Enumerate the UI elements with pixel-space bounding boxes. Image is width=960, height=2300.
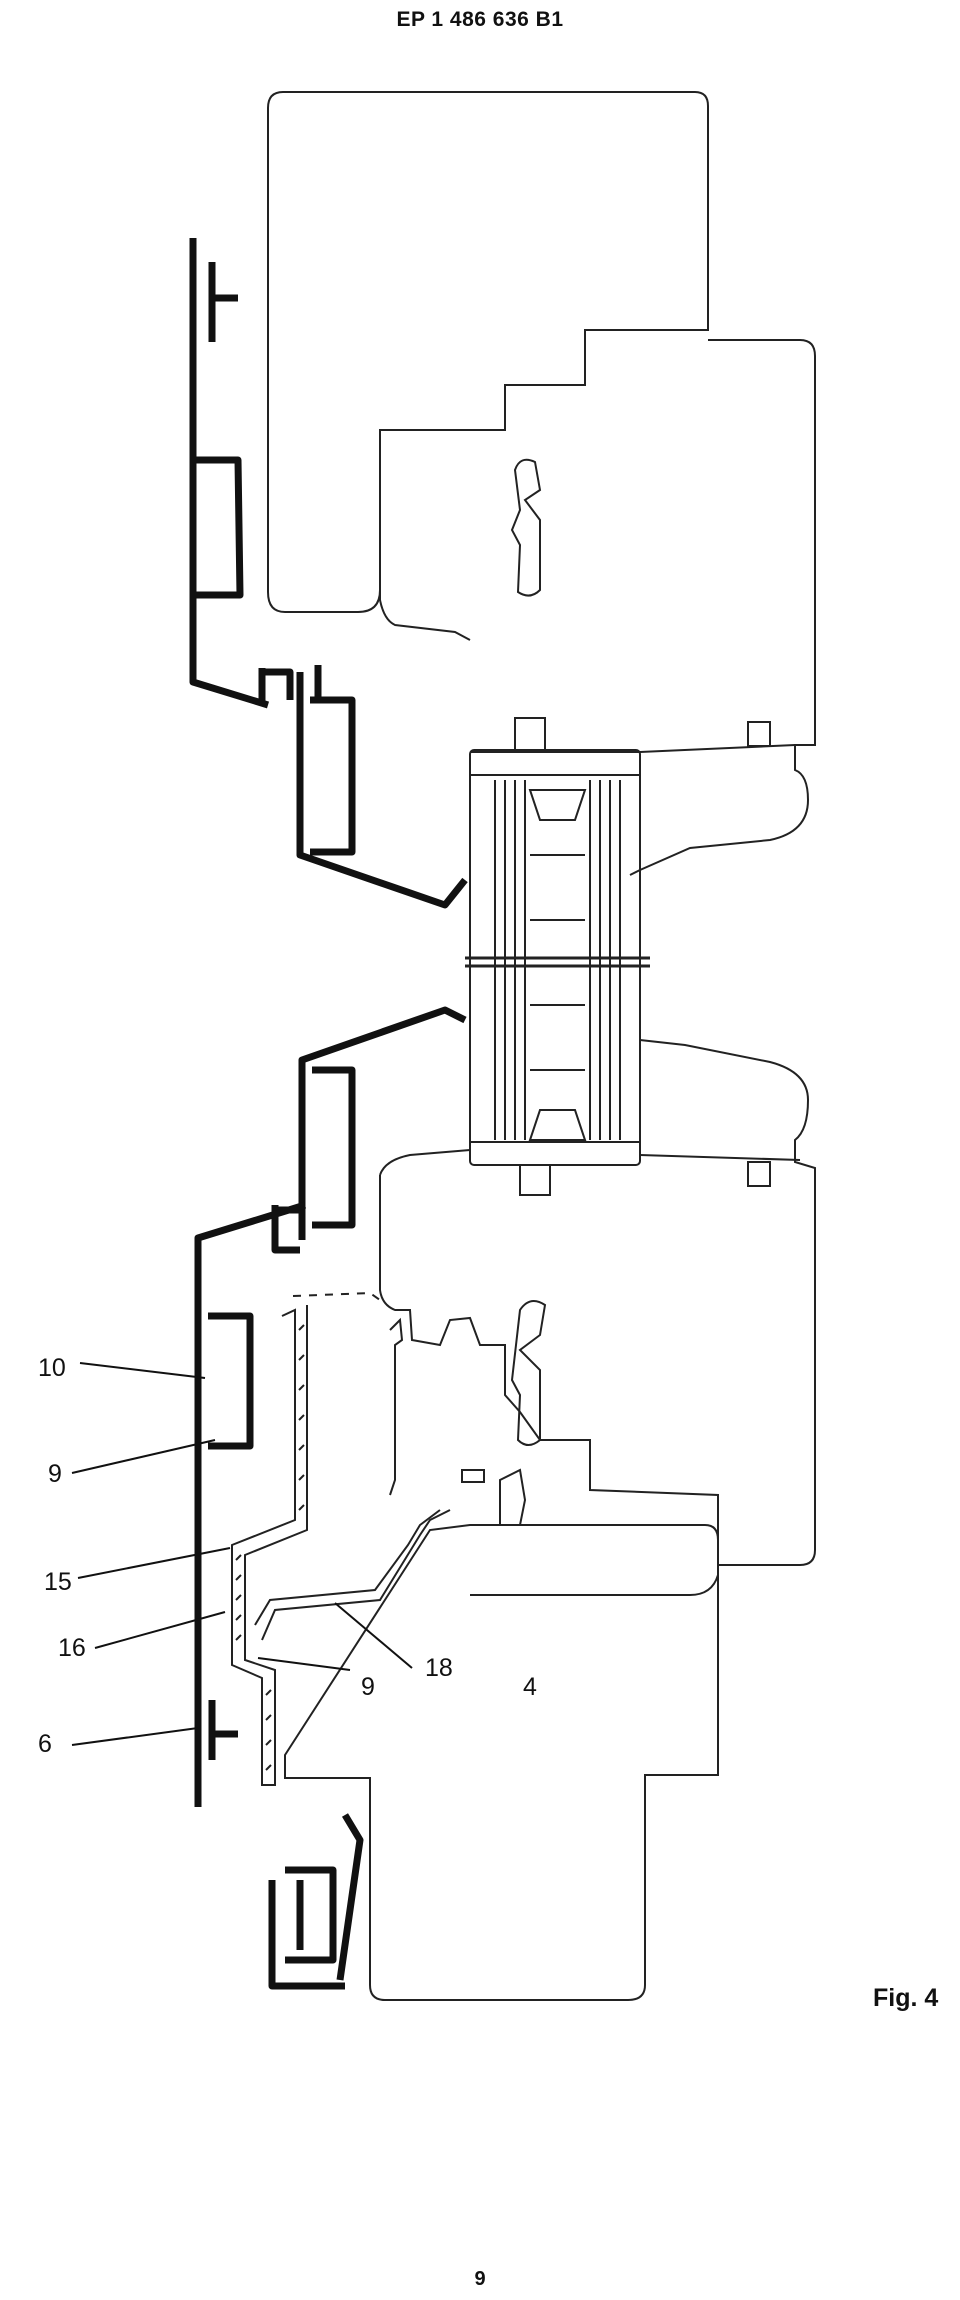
ref-numeral-9-b: 9 xyxy=(361,1673,375,1701)
ref-numeral-15: 15 xyxy=(44,1568,72,1596)
ref-numeral-10: 10 xyxy=(38,1354,66,1382)
ref-numeral-18: 18 xyxy=(425,1654,453,1682)
ref-numeral-6: 6 xyxy=(38,1730,52,1758)
cover-profile-upper xyxy=(189,238,270,709)
clip-bottom xyxy=(268,1866,345,1990)
sash-profile-lower-4 xyxy=(284,1524,719,2001)
sash-profile-middle xyxy=(379,1175,719,1596)
cover-profile-lower-6 xyxy=(194,1201,307,1807)
figure-label: Fig. 4 xyxy=(873,1984,939,2012)
frame-profile-upper-right xyxy=(629,339,816,876)
cover-profile-lower-middle xyxy=(298,1006,467,1240)
ref-numeral-4: 4 xyxy=(523,1673,537,1701)
ref-numeral-9-a: 9 xyxy=(48,1460,62,1488)
sash-profile-upper xyxy=(267,91,709,613)
cover-profile-upper-middle xyxy=(296,665,468,909)
gasket-upper xyxy=(510,458,542,597)
page-number: 9 xyxy=(474,2268,486,2290)
patent-number-header: EP 1 486 636 B1 xyxy=(396,8,564,31)
profile-15-hatched xyxy=(231,1305,308,1786)
frame-profile-lower-right xyxy=(639,1039,816,1566)
gasket-lower xyxy=(510,1300,547,1446)
ref-numeral-16: 16 xyxy=(58,1634,86,1662)
